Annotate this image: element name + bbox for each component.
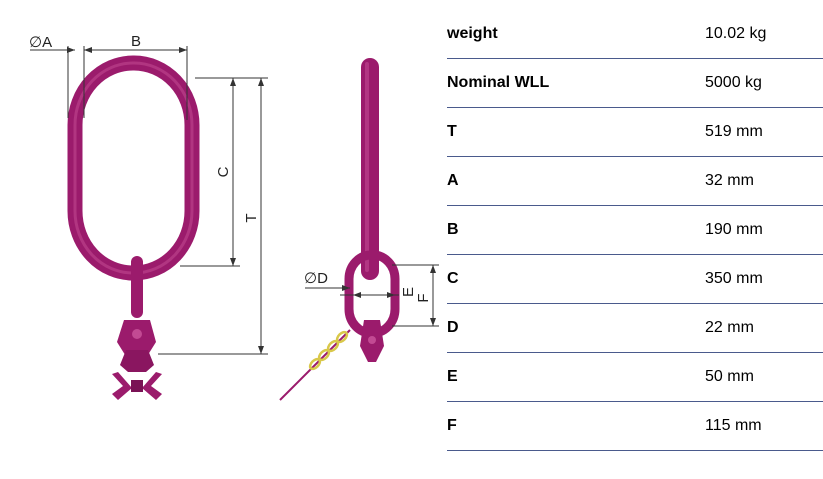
spec-label: Nominal WLL (447, 74, 550, 91)
label-c: C (215, 166, 232, 177)
spec-row-weight: weight 10.02 kg (447, 10, 823, 59)
spec-value: 519 mm (705, 123, 763, 140)
spec-value: 190 mm (705, 221, 763, 238)
spec-row-a: A 32 mm (447, 157, 823, 206)
label-dia-d: ∅D (304, 270, 328, 287)
master-link-front (67, 55, 200, 281)
product-drawing: ∅A B C T ∅D E F (29, 33, 439, 401)
chain-side (279, 329, 351, 401)
spec-row-f: F 115 mm (447, 402, 823, 451)
label-dia-a: ∅A (29, 34, 52, 51)
spec-row-t: T 519 mm (447, 108, 823, 157)
spec-label: A (447, 172, 459, 189)
hook-side (360, 320, 384, 362)
spec-label: E (447, 368, 458, 385)
spec-value: 350 mm (705, 270, 763, 287)
spec-row-wll: Nominal WLL 5000 kg (447, 59, 823, 108)
spec-value: 32 mm (705, 172, 754, 189)
spec-value: 115 mm (705, 417, 762, 434)
spec-label: T (447, 123, 457, 140)
spec-label: D (447, 319, 459, 336)
dimension-lines-front (30, 46, 268, 355)
spec-row-c: C 350 mm (447, 255, 823, 304)
label-b: B (131, 33, 141, 50)
master-link-side (361, 58, 379, 280)
spec-value: 22 mm (705, 319, 754, 336)
dimension-lines-side (305, 264, 439, 327)
label-t: T (243, 213, 260, 222)
intermediate-link-front (131, 256, 143, 318)
spec-value: 50 mm (705, 368, 754, 385)
spec-label: F (447, 417, 457, 434)
coupling-hook-front (112, 320, 162, 400)
spec-table: weight 10.02 kg Nominal WLL 5000 kg T 51… (447, 10, 823, 451)
spec-row-d: D 22 mm (447, 304, 823, 353)
spec-value: 10.02 kg (705, 25, 767, 42)
spec-label: B (447, 221, 459, 238)
spec-row-e: E 50 mm (447, 353, 823, 402)
label-f: F (415, 293, 432, 302)
spec-label: weight (447, 25, 498, 42)
spec-value: 5000 kg (705, 74, 762, 91)
spec-label: C (447, 270, 459, 287)
spec-row-b: B 190 mm (447, 206, 823, 255)
label-e: E (400, 287, 417, 297)
